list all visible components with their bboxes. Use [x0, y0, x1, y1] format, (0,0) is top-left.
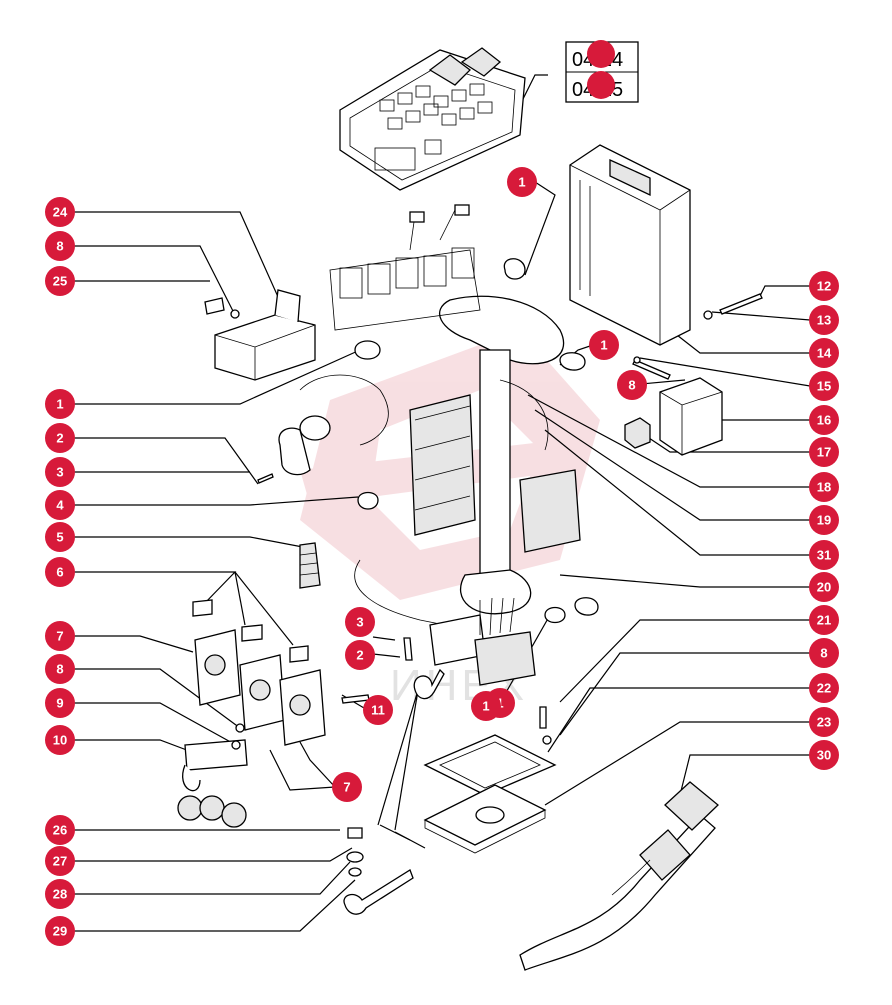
callout-label: 1	[56, 397, 63, 412]
callout-label: 29	[53, 924, 67, 939]
callout-28: 28	[45, 879, 75, 909]
ecu-module	[569, 144, 691, 346]
callout-31: 31	[809, 540, 839, 570]
callout-25: 25	[45, 266, 75, 296]
callout-8: 8	[45, 654, 75, 684]
callout-label: 1	[518, 175, 525, 190]
callout-8: 8	[617, 370, 647, 400]
callout-label: 31	[817, 548, 831, 563]
callout-7: 7	[332, 772, 362, 802]
callout-15: 15	[809, 371, 839, 401]
callout-5: 5	[45, 522, 75, 552]
callout-1: 1	[471, 691, 501, 721]
callout-26: 26	[45, 815, 75, 845]
wiring-harness	[278, 204, 581, 686]
callout-label: 4	[56, 498, 64, 513]
callout-label: 9	[56, 696, 63, 711]
cross-ref-marker	[587, 71, 615, 99]
callout-label: 3	[356, 615, 363, 630]
callout-label: 27	[53, 854, 67, 869]
callout-label: 8	[56, 662, 63, 677]
callout-label: 3	[56, 465, 63, 480]
callout-label: 5	[56, 530, 63, 545]
ground-hardware	[343, 668, 445, 915]
callout-13: 13	[809, 305, 839, 335]
callout-label: 26	[53, 823, 67, 838]
callout-2: 2	[45, 423, 75, 453]
callout-21: 21	[809, 605, 839, 635]
connector-boot	[299, 542, 321, 589]
callout-12: 12	[809, 271, 839, 301]
callout-label: 24	[53, 205, 68, 220]
callout-1: 1	[589, 330, 619, 360]
callout-17: 17	[809, 437, 839, 467]
control-module-16	[624, 377, 723, 456]
callout-label: 8	[628, 378, 635, 393]
callout-label: 25	[53, 274, 67, 289]
callout-label: 18	[817, 480, 831, 495]
callout-label: 22	[817, 681, 831, 696]
cross-ref-marker	[587, 40, 615, 68]
callout-8: 8	[45, 231, 75, 261]
callout-27: 27	[45, 846, 75, 876]
callout-18: 18	[809, 472, 839, 502]
callout-2: 2	[345, 640, 375, 670]
callout-22: 22	[809, 673, 839, 703]
callout-10: 10	[45, 725, 75, 755]
bracket-cover	[204, 289, 316, 381]
callout-1: 1	[45, 389, 75, 419]
callout-label: 1	[600, 338, 607, 353]
callouts: 2482512345678910111121314158161718193120…	[45, 40, 839, 946]
callout-7: 7	[45, 621, 75, 651]
callout-label: 11	[371, 703, 385, 718]
callout-label: 2	[356, 648, 363, 663]
callout-11: 11	[363, 695, 393, 725]
callout-label: 14	[817, 346, 832, 361]
callout-label: 2	[56, 431, 63, 446]
relay-holders	[177, 599, 326, 828]
callout-label: 7	[343, 780, 350, 795]
gasket-and-plate	[423, 734, 557, 854]
callout-29: 29	[45, 916, 75, 946]
callout-23: 23	[809, 707, 839, 737]
callout-label: 10	[53, 733, 67, 748]
callout-label: 20	[817, 580, 831, 595]
callout-3: 3	[345, 607, 375, 637]
callout-label: 17	[817, 445, 831, 460]
callout-30: 30	[809, 740, 839, 770]
callout-9: 9	[45, 688, 75, 718]
callout-24: 24	[45, 197, 75, 227]
callout-label: 15	[817, 379, 831, 394]
leader-lines	[74, 74, 811, 932]
fuse-box	[339, 47, 526, 191]
callout-label: 7	[56, 629, 63, 644]
callout-16: 16	[809, 405, 839, 435]
callout-label: 13	[817, 313, 831, 328]
callout-label: 19	[817, 513, 831, 528]
callout-label: 28	[53, 887, 67, 902]
callout-label: 30	[817, 748, 831, 763]
callout-1: 1	[507, 167, 537, 197]
callout-4: 4	[45, 490, 75, 520]
callout-label: 12	[817, 279, 831, 294]
callout-19: 19	[809, 505, 839, 535]
callout-label: 1	[482, 699, 489, 714]
callout-8: 8	[809, 638, 839, 668]
fasteners	[257, 293, 763, 745]
callout-label: 6	[56, 565, 63, 580]
callout-label: 23	[817, 715, 831, 730]
callout-label: 21	[817, 613, 831, 628]
clamps	[354, 258, 599, 624]
cable-connector	[519, 781, 719, 971]
callout-6: 6	[45, 557, 75, 587]
callout-label: 8	[56, 239, 63, 254]
callout-3: 3	[45, 457, 75, 487]
callout-14: 14	[809, 338, 839, 368]
callout-label: 8	[820, 646, 827, 661]
callout-label: 16	[817, 413, 831, 428]
callout-20: 20	[809, 572, 839, 602]
